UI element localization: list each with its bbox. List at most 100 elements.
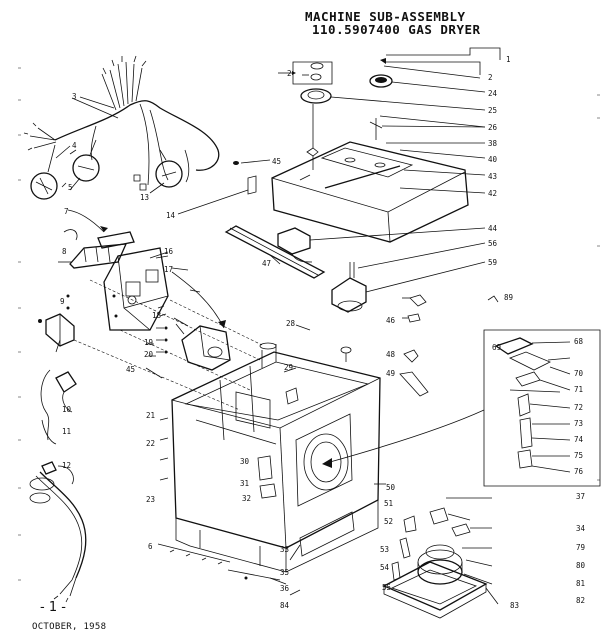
detail-inset-box xyxy=(483,329,601,487)
part-switch-44 xyxy=(277,227,486,263)
callout: 48 xyxy=(386,350,396,359)
callout: 19 xyxy=(144,338,153,347)
callout: 80 xyxy=(576,561,586,570)
page-number: - 1 - xyxy=(40,600,66,615)
callout: 25 xyxy=(488,106,497,115)
part-control-box-16 xyxy=(103,247,169,331)
callout: 17 xyxy=(164,265,173,274)
assembly-guide-lines xyxy=(73,279,263,411)
callout: 20 xyxy=(144,350,154,359)
callout: 11 xyxy=(62,427,71,436)
part-wiring-harness xyxy=(23,55,220,200)
callout: 13 xyxy=(140,193,149,202)
callout: 45 xyxy=(126,365,135,374)
part-top-panel xyxy=(271,115,486,243)
callout: 68 xyxy=(574,337,584,346)
callout: 73 xyxy=(574,419,583,428)
callout: 5 xyxy=(68,183,73,192)
part-clip-14-45 xyxy=(177,159,271,215)
callout: 79 xyxy=(576,543,585,552)
callout: 70 xyxy=(574,369,584,378)
callout: 1 xyxy=(506,55,511,64)
callout: 89 xyxy=(504,293,513,302)
callout: 75 xyxy=(574,451,583,460)
callout-bracket-1-2 xyxy=(380,47,501,79)
callout: 22 xyxy=(146,439,155,448)
callout: 35 xyxy=(280,568,289,577)
callout: 51 xyxy=(384,499,393,508)
callout-leaders xyxy=(55,96,386,596)
callout-numbers: 1 2 2 24 25 26 38 40 43 42 44 56 59 3 4 … xyxy=(60,55,586,610)
callout: 12 xyxy=(62,461,71,470)
callout: 84 xyxy=(280,601,290,610)
callout: 42 xyxy=(488,189,497,198)
callout: 10 xyxy=(62,405,72,414)
callout: 36 xyxy=(280,584,290,593)
part-gas-valve xyxy=(331,242,486,313)
callout: 2 xyxy=(287,69,292,78)
callout: 55 xyxy=(382,583,391,592)
callout: 31 xyxy=(240,479,249,488)
callout: 38 xyxy=(488,139,498,148)
callout: 29 xyxy=(284,363,293,372)
callout: 28 xyxy=(286,319,296,328)
callout: 4 xyxy=(72,141,77,150)
callout: 50 xyxy=(386,483,396,492)
part-bracket-9 xyxy=(38,294,75,353)
callout: 23 xyxy=(146,495,155,504)
callout: 47 xyxy=(262,259,271,268)
callout: 69 xyxy=(492,343,501,352)
callout: 43 xyxy=(488,172,497,181)
part-timer-17 xyxy=(171,271,231,371)
callout: 37 xyxy=(576,492,585,501)
part-clips-48-49 xyxy=(399,349,429,397)
callout: 46 xyxy=(386,316,396,325)
detail-pointer-arrow xyxy=(322,409,485,468)
callout: 76 xyxy=(574,467,584,476)
callout: 81 xyxy=(576,579,585,588)
callout: 52 xyxy=(384,517,393,526)
callout: 49 xyxy=(386,369,395,378)
callout: 2 xyxy=(488,73,493,82)
callout: 33 xyxy=(280,545,289,554)
callout: 71 xyxy=(574,385,583,394)
callout: 45 xyxy=(272,157,281,166)
part-cord-10-11 xyxy=(40,369,77,445)
part-screws-18-20 xyxy=(146,305,168,357)
callout: 18 xyxy=(152,311,162,320)
callout: 40 xyxy=(488,155,498,164)
part-power-cord-12 xyxy=(29,461,87,603)
callout: 44 xyxy=(488,224,498,233)
callout: 9 xyxy=(60,297,65,306)
callout: 32 xyxy=(242,494,251,503)
callout: 14 xyxy=(166,211,176,220)
callout: 34 xyxy=(576,524,586,533)
part-burner-assembly xyxy=(382,497,499,619)
callout: 26 xyxy=(488,123,498,132)
callout: 59 xyxy=(488,258,497,267)
callout: 54 xyxy=(380,563,390,572)
part-cabinet xyxy=(159,342,381,573)
part-terminal-block-8 xyxy=(58,243,128,269)
diagram-title-line2: 110.5907400 GAS DRYER xyxy=(312,22,481,37)
callout: 6 xyxy=(148,542,153,551)
part-bracket-45-46 xyxy=(402,294,499,323)
diagram-title-line1: MACHINE SUB-ASSEMBLY xyxy=(305,9,466,24)
callout: 30 xyxy=(240,457,250,466)
part-tube-47 xyxy=(224,225,326,279)
callout: 74 xyxy=(574,435,584,444)
callout: 53 xyxy=(380,545,389,554)
part-bracket-7 xyxy=(63,209,135,249)
callout: 82 xyxy=(576,596,585,605)
callout: 83 xyxy=(510,601,519,610)
callout: 3 xyxy=(72,92,77,101)
callout: 21 xyxy=(146,411,155,420)
callout: 72 xyxy=(574,403,583,412)
part-screws-6 xyxy=(157,543,281,581)
callout: 24 xyxy=(488,89,498,98)
callout: 56 xyxy=(488,239,498,248)
edge-markers xyxy=(18,67,600,581)
part-knob-bracket xyxy=(278,61,333,85)
callout: 7 xyxy=(64,207,69,216)
